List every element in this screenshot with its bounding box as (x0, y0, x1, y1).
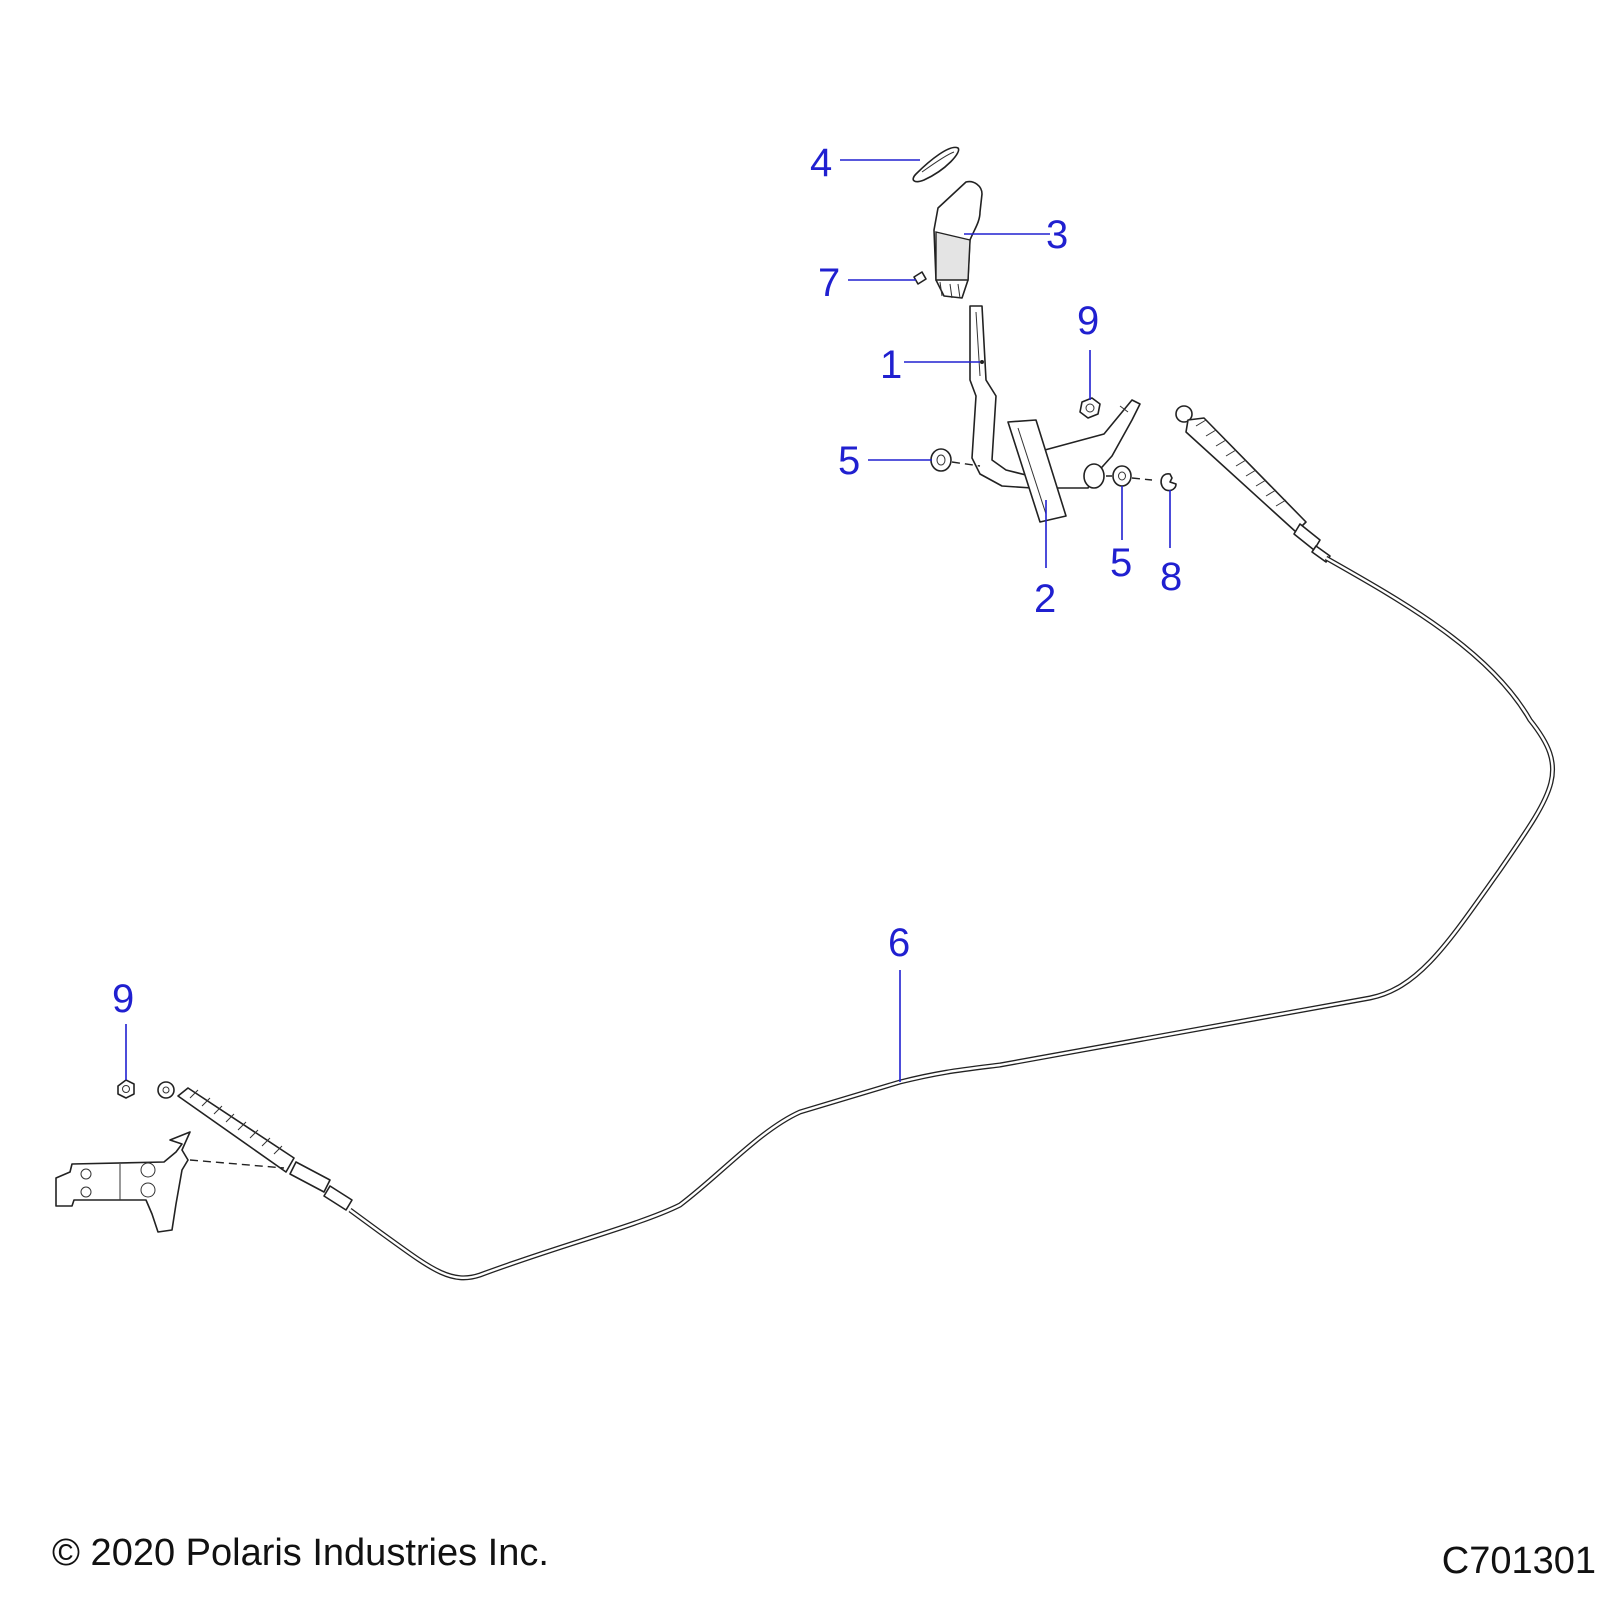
copyright-notice: © 2020 Polaris Industries Inc. (52, 1532, 549, 1574)
nut-upper-part (1079, 397, 1101, 419)
callout-6: 6 (888, 921, 910, 965)
callout-labels: 4 3 7 9 1 5 5 8 2 6 9 (112, 141, 1182, 1021)
callout-5-right: 5 (1110, 541, 1132, 585)
callout-8: 8 (1160, 555, 1182, 599)
pedal-plate-part (1007, 419, 1067, 523)
e-clip-part (1160, 473, 1177, 492)
cable-mount-bracket (55, 1131, 285, 1233)
washer-right-part (1106, 465, 1153, 487)
screw-part (913, 271, 927, 285)
callout-2: 2 (1034, 577, 1056, 621)
callout-9-upper: 9 (1077, 299, 1099, 343)
cable-assembly-part (157, 405, 1555, 1281)
shift-lever-part (969, 305, 1141, 489)
callout-1: 1 (880, 343, 902, 387)
callout-7: 7 (818, 261, 840, 305)
nut-lower-part (117, 1079, 135, 1099)
callout-4: 4 (810, 141, 832, 185)
knob-cap-part (912, 146, 960, 183)
callout-5-left: 5 (838, 439, 860, 483)
drawing-number: C701301 (1441, 1540, 1596, 1582)
shift-knob-part (933, 180, 983, 299)
leader-lines (125, 159, 1171, 1082)
callout-9-lower: 9 (112, 977, 134, 1021)
callout-3: 3 (1046, 213, 1068, 257)
